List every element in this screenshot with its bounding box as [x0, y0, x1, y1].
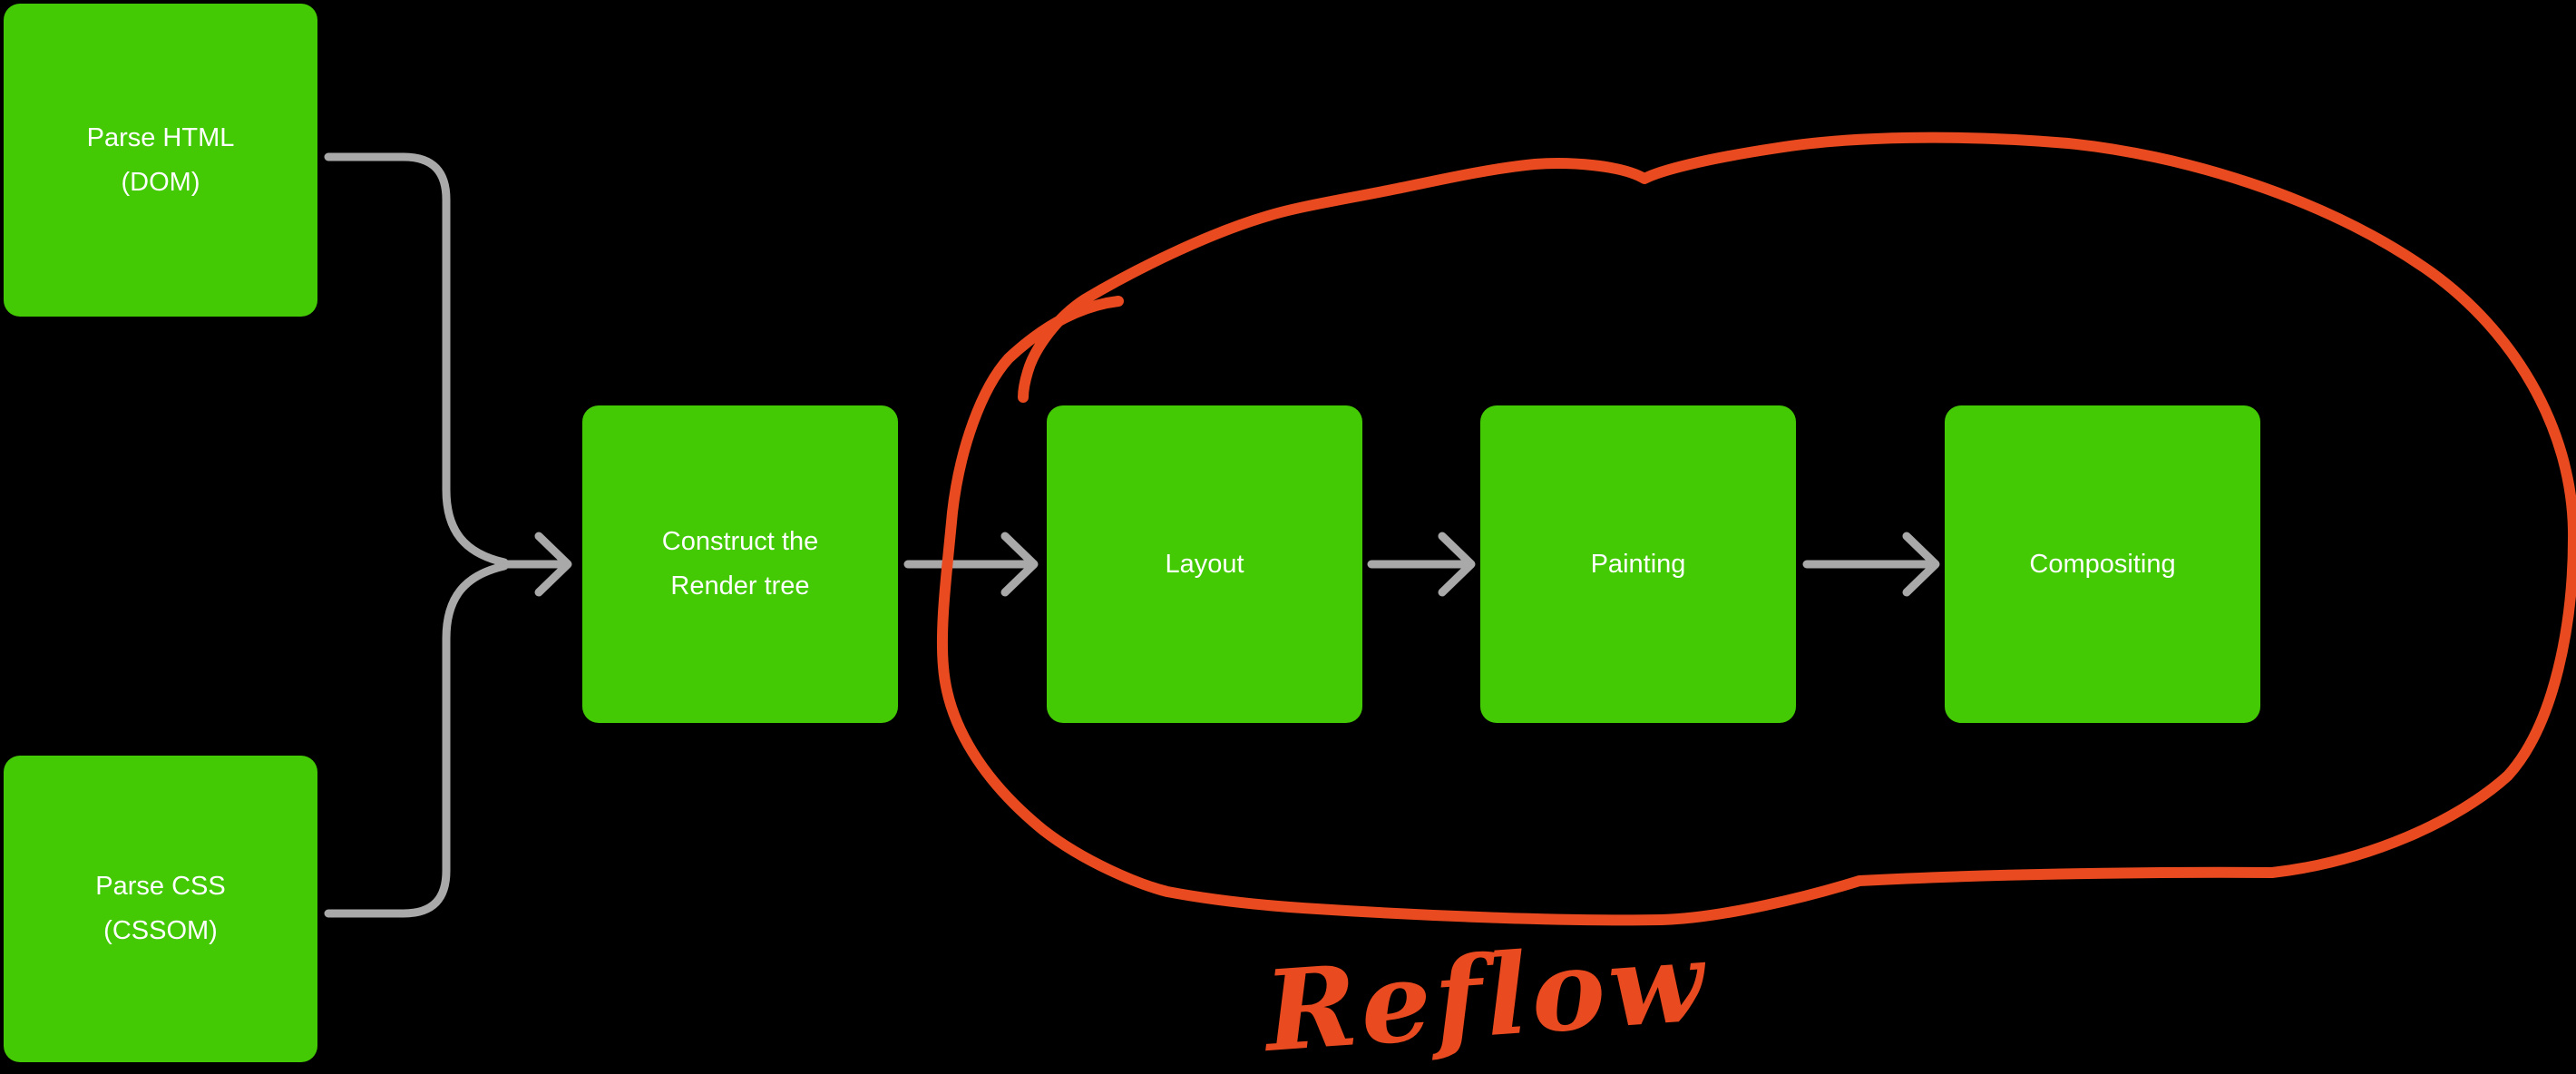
- reflow-circle-annotation: [936, 132, 2576, 926]
- node-label-line: (DOM): [121, 167, 200, 197]
- node-label-line: Parse HTML: [86, 122, 235, 152]
- node-label-line: Parse CSS: [95, 872, 226, 901]
- node-label-line: Render tree: [670, 571, 810, 600]
- arrowhead-into-layout-icon: [1000, 532, 1039, 597]
- node-label-line: (CSSOM): [103, 916, 218, 945]
- arrowhead-into-compositing-icon: [1902, 532, 1940, 597]
- node-layout: Layout: [1047, 405, 1362, 723]
- node-compositing: Compositing: [1945, 405, 2260, 723]
- node-label-line: Construct the: [661, 527, 819, 556]
- node-painting: Painting: [1480, 405, 1796, 723]
- node-parse-css: Parse CSS (CSSOM): [4, 756, 317, 1062]
- node-construct-render-tree: Construct the Render tree: [582, 405, 898, 723]
- node-label-line: Painting: [1590, 549, 1686, 579]
- arrowhead-into-render-tree-icon: [534, 532, 572, 597]
- node-label-line: Layout: [1165, 549, 1244, 579]
- node-label-line: Compositing: [2029, 549, 2176, 579]
- connector-parse-html-branch: [324, 152, 509, 567]
- reflow-label: Reflow: [1258, 915, 1712, 1074]
- connector-parse-css-branch: [324, 561, 509, 918]
- arrowhead-into-painting-icon: [1438, 532, 1476, 597]
- node-parse-html: Parse HTML (DOM): [4, 4, 317, 317]
